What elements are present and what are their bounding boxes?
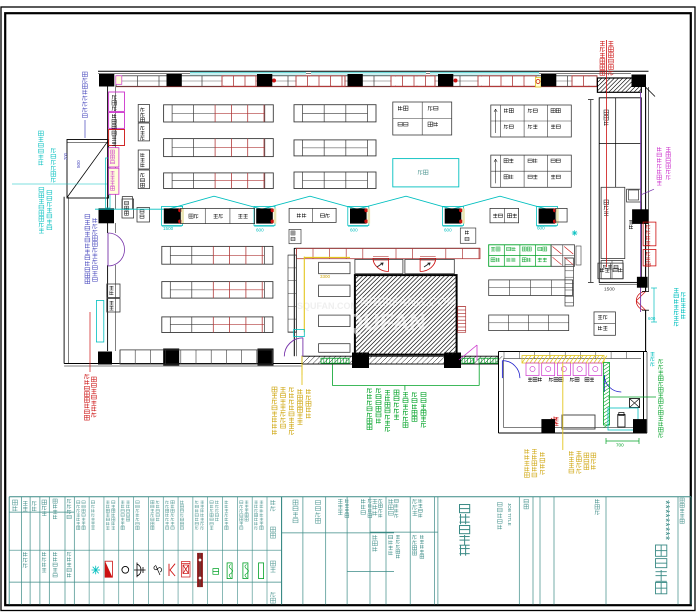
svg-text:600: 600: [350, 228, 358, 233]
svg-text:600: 600: [444, 228, 452, 233]
svg-text:700: 700: [616, 443, 624, 448]
svg-text:SQUFAN: SQUFAN: [330, 309, 426, 335]
svg-text:*********: *********: [659, 500, 671, 541]
svg-text:600: 600: [537, 226, 545, 231]
svg-text:200: 200: [63, 152, 68, 160]
svg-text:500: 500: [76, 160, 81, 168]
svg-text:1500: 1500: [604, 287, 615, 293]
svg-text:600: 600: [256, 228, 264, 233]
svg-text:600: 600: [648, 316, 656, 321]
svg-text:3300: 3300: [320, 274, 331, 279]
svg-text:JOB TITLE: JOB TITLE: [507, 503, 512, 526]
svg-text:1500: 1500: [163, 226, 174, 231]
svg-text:NREIIFANG.COM: NREIIFANG.COM: [360, 295, 457, 309]
svg-text:SQUFAN.COM: SQUFAN.COM: [297, 301, 358, 311]
